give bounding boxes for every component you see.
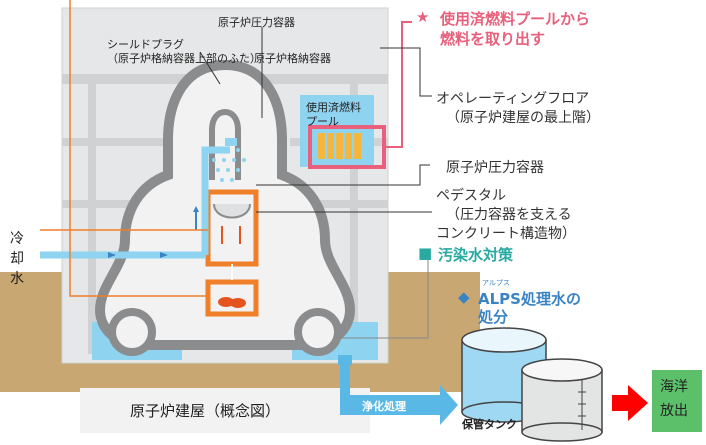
- pedestal-label-1: ペデスタル: [436, 188, 506, 204]
- operating-floor-label-2: （原子炉建屋の最上階）: [446, 110, 600, 126]
- ocean-release-label-2: 放出: [660, 403, 688, 419]
- cooling-water-pipe: [40, 146, 230, 259]
- ocean-release-box: [652, 370, 702, 432]
- pedestal-label-3: コンクリート構造物）: [436, 226, 576, 242]
- cooling-water-label-1: 冷: [10, 231, 24, 247]
- shield-plug-label-1: シールドプラグ: [107, 38, 184, 51]
- pedestal-leader-left: [69, 0, 208, 297]
- alps-ruby: アルプス: [482, 279, 510, 287]
- shield-plug-label-2: （原子炉格納容器上部のふた）: [107, 52, 261, 65]
- square-icon: ■: [418, 244, 433, 262]
- purification-label: 浄化処理: [362, 400, 406, 413]
- alps-label-1: ALPS処理水の: [478, 290, 581, 308]
- reactor-pressure-vessel: [209, 108, 241, 180]
- alps-label-2: 処分: [478, 308, 509, 326]
- building-caption-box: [80, 388, 370, 433]
- diamond-icon: ◆: [458, 288, 470, 306]
- fuel-removal-label-1: 使用済燃料プールから: [440, 10, 591, 28]
- storage-tank-front: [521, 358, 603, 442]
- operating-floor-label-1: オペレーティングフロア: [436, 91, 590, 107]
- rpv-leader: [256, 164, 430, 186]
- star-icon: ★: [416, 8, 430, 26]
- fuel-debris: [218, 297, 246, 308]
- release-arrow: [612, 385, 648, 421]
- purification-arrow: [340, 362, 458, 425]
- fuel-assemblies: [318, 133, 361, 159]
- water-leader: [338, 258, 429, 339]
- pool-label-1: 使用済燃料: [306, 101, 361, 114]
- pcv-label: 原子炉格納容器: [254, 52, 331, 65]
- fuel-removal-label-2: 燃料を取り出す: [440, 30, 546, 48]
- pool-label-2: プール: [306, 115, 339, 128]
- building-caption: 原子炉建屋（概念図）: [130, 402, 281, 420]
- ocean-release-label-1: 海洋: [660, 379, 688, 395]
- rpv-top-label: 原子炉圧力容器: [218, 16, 295, 29]
- rpv-right-label: 原子炉圧力容器: [446, 160, 544, 176]
- cooling-water-label-3: 水: [10, 271, 24, 287]
- operating-floor-leader: [380, 47, 432, 97]
- fuel-removal-leader: [384, 21, 412, 148]
- cooling-water-label-2: 却: [10, 251, 24, 267]
- storage-tank-label: 保管タンク: [462, 418, 517, 431]
- pedestal-label-2: （圧力容器を支える: [446, 207, 572, 223]
- pedestal-bottom: [205, 279, 259, 317]
- contaminated-water-label: 汚染水対策: [438, 246, 514, 264]
